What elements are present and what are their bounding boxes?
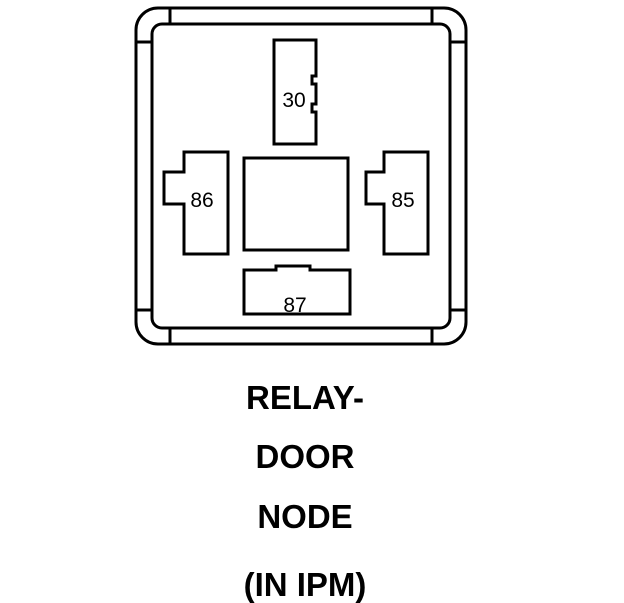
- caption-line-1: RELAY-: [246, 379, 364, 416]
- pin-86-terminal: [162, 150, 230, 256]
- relay-housing-inner: [150, 22, 452, 330]
- caption-line-2: DOOR: [255, 438, 355, 475]
- center-pad: [242, 156, 350, 252]
- pin-86-label: 86: [190, 189, 213, 212]
- caption-line-4: (IN IPM): [243, 566, 367, 603]
- pin-30-label: 30: [282, 89, 305, 112]
- pin-85-terminal: [364, 150, 430, 256]
- housing-corner-ticks: [136, 8, 466, 344]
- pin-85-label: 85: [391, 189, 414, 212]
- relay-housing-outer: [134, 6, 468, 346]
- caption-line-3: NODE: [257, 498, 353, 535]
- pin-30-terminal: [272, 38, 318, 146]
- pin-87-terminal: [242, 264, 352, 316]
- pin-87-label: 87: [283, 294, 306, 317]
